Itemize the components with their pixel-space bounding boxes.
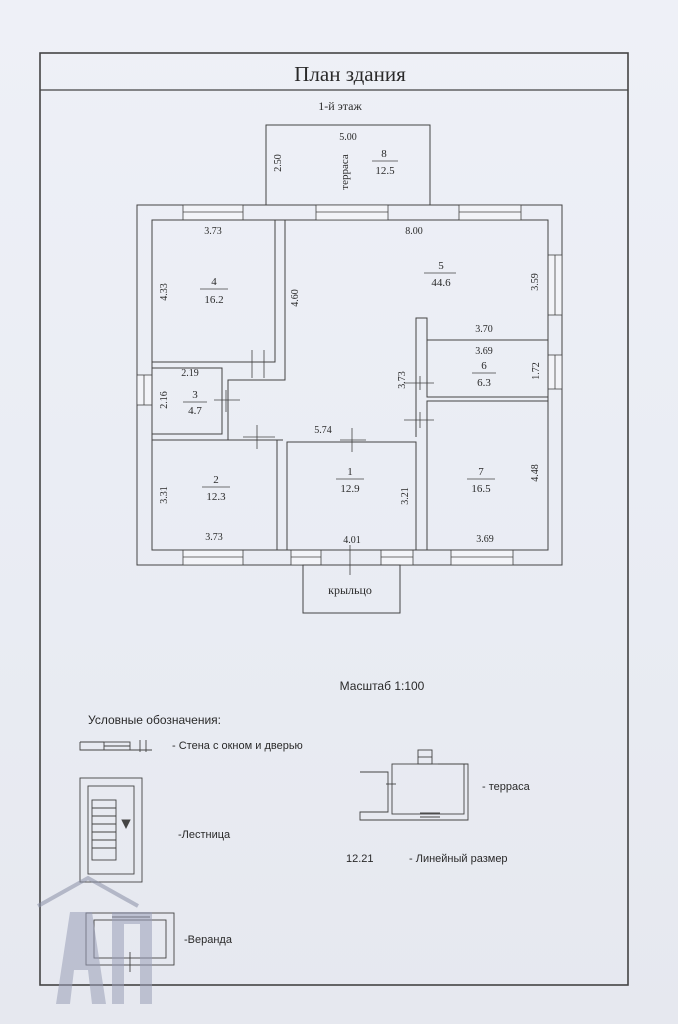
room-4-number: 4 [211,276,217,288]
legend-dim-sample: 12.21 [346,853,374,865]
room-3-area: 4.7 [188,405,202,417]
windows [136,204,563,566]
room-3: 2.19 2.16 3 4.7 [159,368,207,417]
floor-subtitle: 1-й этаж [318,99,362,113]
room-5-number: 5 [438,260,444,272]
room-1-width: 4.01 [343,535,361,546]
scale-label: Масштаб 1:100 [340,679,425,693]
room-4: 3.73 4.33 4 16.2 [159,226,228,306]
room-1-area: 12.9 [340,483,360,495]
interior-walls [151,219,549,551]
room-1: 1 12.9 3.21 4.01 [336,466,411,546]
terrace-name: терраса [339,154,351,190]
room-6: 3.69 1.72 6 6.3 [472,346,542,389]
room-8-number: 8 [381,148,387,160]
room-1-height: 3.21 [400,487,411,505]
legend-terrace-symbol [359,749,469,821]
legend-veranda-text: -Веранда [184,934,233,946]
room-3-number: 3 [192,389,198,401]
room-2-number: 2 [213,474,219,486]
room-2-height: 3.31 [159,486,170,504]
legend-stairs-symbol [79,777,143,883]
room-6-number: 6 [481,360,487,372]
room-7-height: 4.48 [530,464,541,482]
legend-terrace-text: - терраса [482,781,531,793]
room-7: 7 16.5 4.48 3.69 [467,464,541,545]
room-5-right: 3.59 [530,273,541,291]
legend-title: Условные обозначения: [88,713,221,727]
room-8-area: 12.5 [375,165,395,177]
outer-walls [136,204,563,566]
legend-dim-text: - Линейный размер [409,853,508,865]
room-5-width: 8.00 [405,226,423,237]
room-2: 3.31 2 12.3 3.73 [159,474,230,543]
room-6-area: 6.3 [477,377,491,389]
room-6-width: 3.69 [475,346,493,357]
room-1-number: 1 [347,466,353,478]
terrace: 5.00 2.50 терраса 8 12.5 [265,124,431,206]
room-5-left: 4.60 [290,289,301,307]
porch-label: крыльцо [328,583,372,597]
room-2-area: 12.3 [206,491,226,503]
room-4-area: 16.2 [204,294,223,306]
legend-wall-symbol [79,740,152,752]
room-4-height: 4.33 [159,283,170,301]
room-5: 8.00 3.59 4.60 3.70 3.73 5 44.6 [290,226,541,389]
sheet-frame [39,52,629,986]
room-4-width: 3.73 [204,226,222,237]
doors [214,350,434,575]
terrace-depth-label: 2.50 [273,154,284,172]
room-7-number: 7 [478,466,484,478]
legend-stairs-text: -Лестница [178,829,231,841]
room-3-width: 2.19 [181,368,199,379]
room-7-width: 3.69 [476,534,494,545]
terrace-width-label: 5.00 [339,132,357,143]
room-3-height: 2.16 [159,391,170,409]
room-7-area: 16.5 [471,483,491,495]
room-2-width: 3.73 [205,532,223,543]
page-title: План здания [294,62,406,86]
legend-wall-text: - Стена с окном и дверью [172,740,303,752]
watermark-logo [37,875,152,1004]
room-5-step: 3.70 [475,324,493,335]
porch: крыльцо [302,564,401,614]
room-5-mid: 3.73 [397,371,408,389]
room-6-height: 1.72 [531,362,542,380]
room-5-area: 44.6 [431,277,451,289]
hall-width: 5.74 [314,425,332,436]
